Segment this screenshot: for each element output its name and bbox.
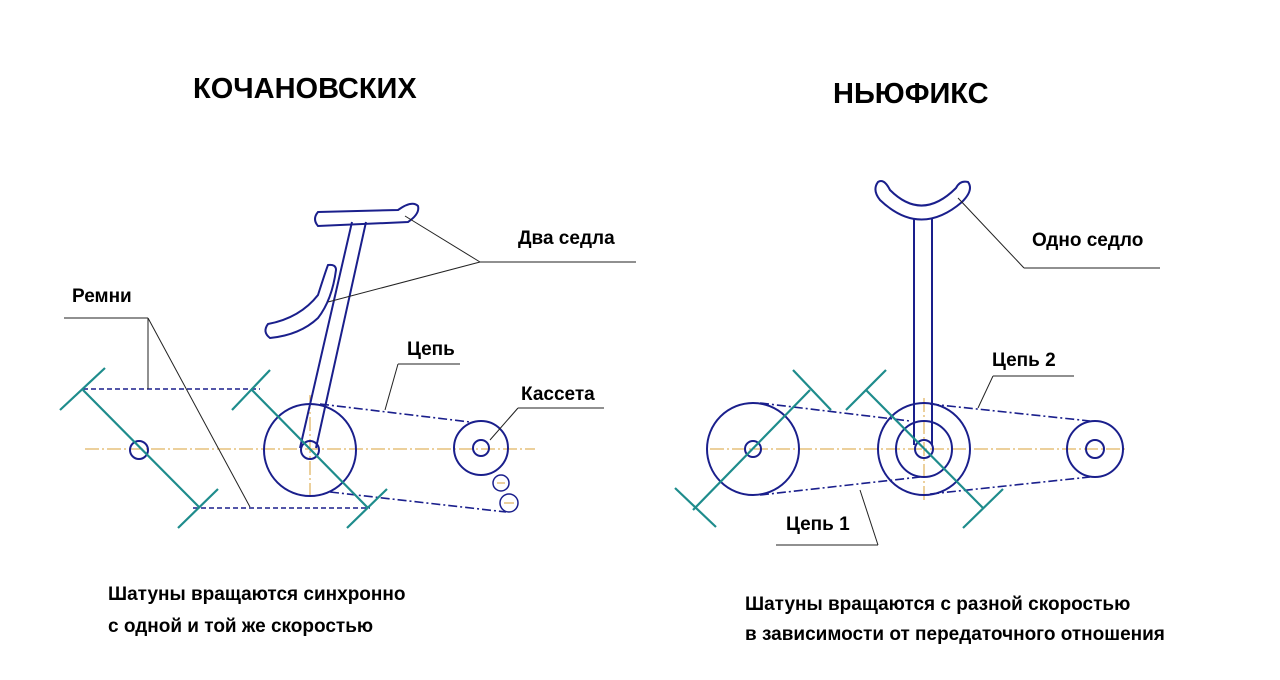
left-cassette [453, 420, 509, 476]
rear-saddle [264, 263, 338, 340]
left-caption-line1: Шатуны вращаются синхронно [108, 584, 405, 605]
right-rear-sprocket [1066, 420, 1124, 478]
right-central-chainring-outer [877, 402, 971, 496]
left-diagram: КОЧАНОВСКИХ [59, 73, 636, 637]
left-seat-post [299, 221, 367, 449]
chain1-top [759, 402, 911, 422]
label-one-saddle: Одно седло [1032, 230, 1143, 251]
right-central-hub [914, 439, 934, 459]
left-front-crank [251, 389, 369, 509]
left-rear-pulley [129, 440, 149, 460]
leader-belts-bottom [147, 317, 251, 508]
label-belts: Ремни [72, 286, 132, 307]
chain1-bottom [759, 476, 921, 496]
left-front-crank-pedal-bottom [346, 488, 388, 529]
right-left-crank-pedal-bottom [674, 487, 717, 528]
left-caption-line2: с одной и той же скоростью [108, 616, 373, 637]
right-rear-sprocket-hub [1085, 439, 1105, 459]
leader-chain2-pointer [977, 375, 994, 409]
left-front-crank-pedal-top [231, 369, 271, 411]
label-chain: Цепь [407, 339, 455, 360]
right-seat-post [913, 218, 933, 445]
right-caption-line1: Шатуны вращаются с разной скоростью [745, 594, 1130, 615]
right-left-wheel [706, 402, 800, 496]
right-central-chainring-inner [895, 420, 953, 478]
right-caption-line2: в зависимости от передаточного отношения [745, 624, 1165, 645]
label-chain2: Цепь 2 [992, 350, 1056, 371]
left-bottom-bracket [300, 440, 320, 460]
left-chainring [263, 403, 357, 497]
chain2-top [929, 403, 1091, 422]
label-chain1: Цепь 1 [786, 514, 850, 535]
left-tensioner-lower [499, 493, 519, 513]
right-left-crank-pedal-top [792, 369, 832, 411]
right-center-crank-pedal-bottom [962, 488, 1004, 529]
front-saddle [314, 202, 420, 228]
right-left-wheel-hub [744, 440, 762, 458]
left-rear-crank-pedal-top [59, 367, 106, 411]
leader-chain1-pointer [859, 489, 879, 546]
chain2-bottom [929, 476, 1091, 495]
right-saddle [874, 180, 971, 221]
right-center-crank [865, 389, 984, 509]
leader-cassette-pointer [489, 407, 519, 441]
right-title: НЬЮФИКС [833, 78, 989, 110]
left-tensioner-upper [492, 474, 510, 492]
right-diagram: НЬЮФИКС Одно седло [674, 78, 1165, 645]
leader-two-saddles-front [404, 215, 481, 263]
left-rear-crank [82, 389, 201, 509]
left-rear-crank-pedal-bottom [177, 488, 219, 529]
right-center-crank-pedal-top [845, 369, 887, 411]
left-chain-top [319, 403, 471, 423]
leader-two-saddles-rear [327, 261, 481, 303]
left-cassette-hub [472, 439, 490, 457]
label-two-saddles: Два седла [518, 228, 615, 249]
left-chain-bottom [329, 491, 507, 513]
left-title: КОЧАНОВСКИХ [193, 73, 417, 105]
leader-chain-pointer [384, 363, 399, 411]
leader-one-saddle-pointer [957, 197, 1025, 269]
label-cassette: Кассета [521, 384, 595, 405]
right-left-crank [692, 389, 811, 511]
